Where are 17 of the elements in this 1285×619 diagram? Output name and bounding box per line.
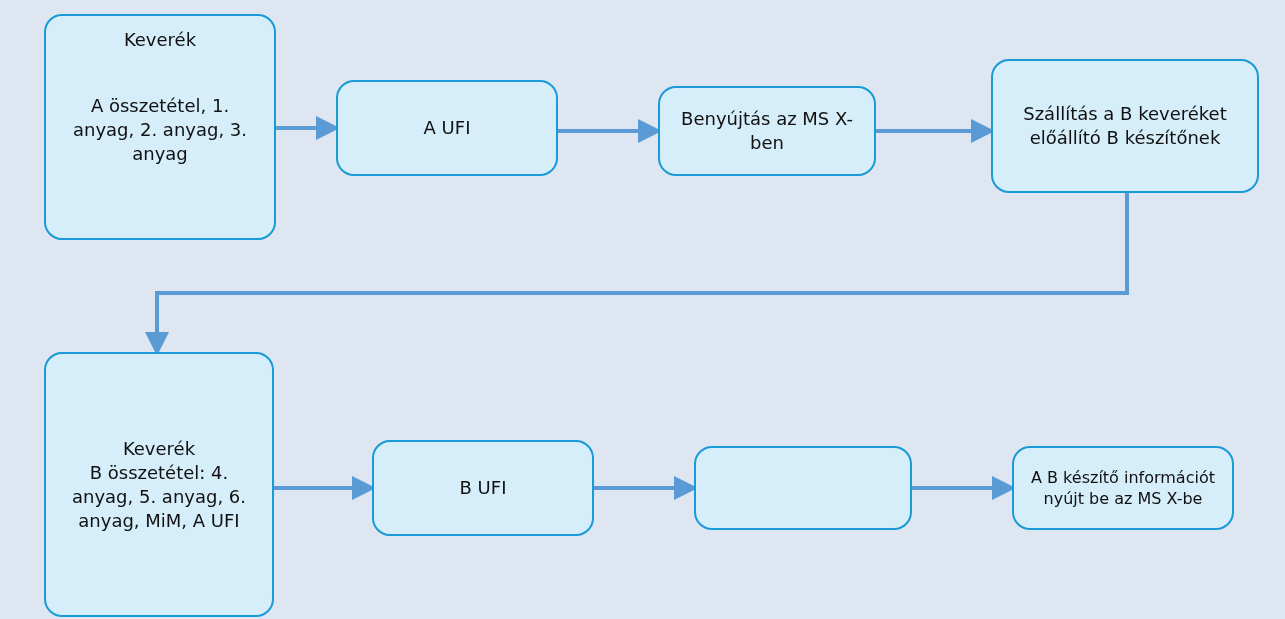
process-box — [658, 86, 876, 176]
process-box — [44, 352, 274, 617]
box-text: Szállítás a B keveréket előállító B készítőnek — [1022, 102, 1228, 150]
process-box — [336, 80, 558, 176]
empty-process-box — [694, 446, 912, 530]
process-box — [991, 59, 1259, 193]
process-box — [372, 440, 594, 536]
box-text: B összetétel: 4. anyag, 5. anyag, 6. anyag, MiM, A UFI — [70, 460, 248, 533]
process-box — [1012, 446, 1234, 530]
box-text: A B készítő információt nyújt be az MS X-be — [1030, 467, 1216, 509]
box-heading: Keverék — [123, 28, 197, 52]
box-text: Benyújtás az MS X-ben — [680, 107, 854, 155]
box-text: A összetétel, 1. anyag, 2. anyag, 3. anyag — [71, 94, 249, 166]
box-text: A UFI — [423, 116, 471, 140]
box-text: B UFI — [459, 476, 507, 500]
process-box — [44, 14, 276, 240]
box-heading: Keverék — [122, 436, 196, 461]
